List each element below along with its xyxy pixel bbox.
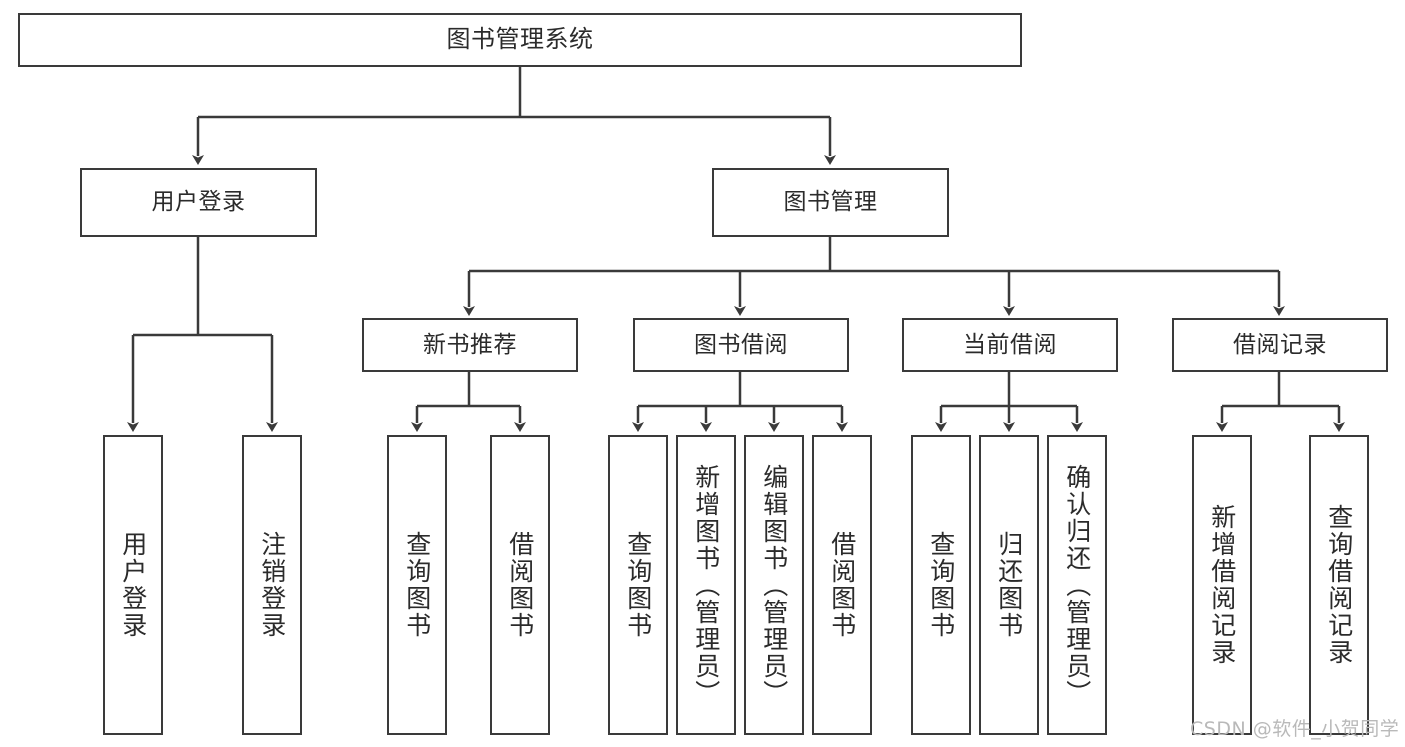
node-label: 新书推荐 <box>423 331 517 358</box>
node-label: 用户登录 <box>118 531 148 639</box>
leaf-br-add-record[interactable]: 新增借阅记录 <box>1192 435 1252 735</box>
node-label: 查询图书 <box>623 531 653 639</box>
leaf-cb-return-book[interactable]: 归还图书 <box>979 435 1039 735</box>
node-label: 查询图书 <box>926 531 956 639</box>
node-label: 编辑图书（管理员） <box>759 463 789 707</box>
node-label: 新增图书（管理员） <box>691 463 721 707</box>
node-label: 新增借阅记录 <box>1207 504 1237 666</box>
leaf-bb-query-book[interactable]: 查询图书 <box>608 435 668 735</box>
node-label: 确认归还（管理员） <box>1062 463 1092 707</box>
node-label: 图书管理 <box>783 189 878 216</box>
node-label: 注销登录 <box>257 531 287 639</box>
node-book-management[interactable]: 图书管理 <box>712 168 949 237</box>
leaf-bb-borrow-book[interactable]: 借阅图书 <box>812 435 872 735</box>
node-label: 当前借阅 <box>963 331 1057 358</box>
node-label: 借阅记录 <box>1233 331 1327 358</box>
node-user-login[interactable]: 用户登录 <box>80 168 317 237</box>
node-borrow-record[interactable]: 借阅记录 <box>1172 318 1388 372</box>
node-label: 借阅图书 <box>505 531 535 639</box>
node-label: 查询借阅记录 <box>1324 504 1354 666</box>
leaf-bb-add-book-admin[interactable]: 新增图书（管理员） <box>676 435 736 735</box>
node-current-borrow[interactable]: 当前借阅 <box>902 318 1118 372</box>
leaf-user-login[interactable]: 用户登录 <box>103 435 163 735</box>
leaf-cb-query-book[interactable]: 查询图书 <box>911 435 971 735</box>
node-label: 图书借阅 <box>694 331 788 358</box>
node-label: 借阅图书 <box>827 531 857 639</box>
node-label: 归还图书 <box>994 531 1024 639</box>
node-label: 用户登录 <box>151 189 246 216</box>
leaf-nb-query-book[interactable]: 查询图书 <box>387 435 447 735</box>
node-book-borrow[interactable]: 图书借阅 <box>633 318 849 372</box>
node-label: 图书管理系统 <box>446 25 594 54</box>
leaf-nb-borrow-book[interactable]: 借阅图书 <box>490 435 550 735</box>
leaf-br-query-record[interactable]: 查询借阅记录 <box>1309 435 1369 735</box>
leaf-cb-confirm-return-admin[interactable]: 确认归还（管理员） <box>1047 435 1107 735</box>
node-root-system[interactable]: 图书管理系统 <box>18 13 1022 67</box>
leaf-logout[interactable]: 注销登录 <box>242 435 302 735</box>
node-label: 查询图书 <box>402 531 432 639</box>
node-new-book-recommend[interactable]: 新书推荐 <box>362 318 578 372</box>
leaf-bb-edit-book-admin[interactable]: 编辑图书（管理员） <box>744 435 804 735</box>
